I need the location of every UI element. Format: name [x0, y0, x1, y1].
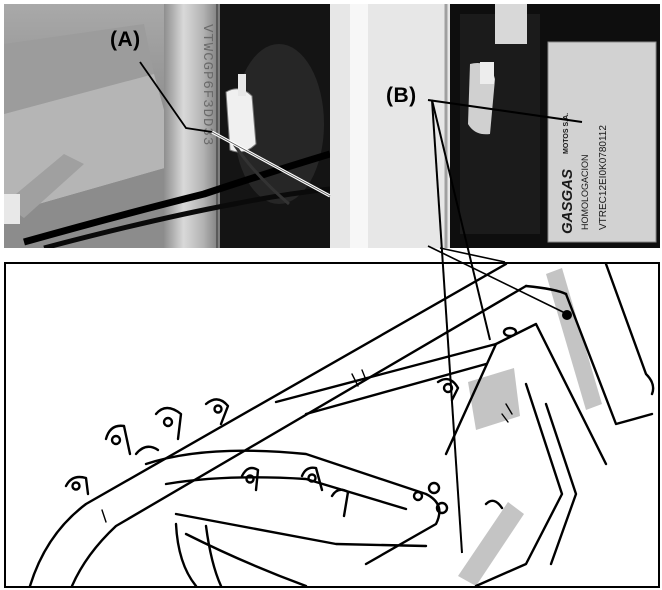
plate-photo-drawing: GASGAS MOTOS S.A. HOMOLOGACION VTREC12EI…: [330, 4, 660, 248]
photo-frame-number: VTWCGP6F3DD33: [4, 4, 330, 248]
callout-b-label: (B): [386, 84, 417, 107]
frame-number-stamp: VTWCGP6F3DD33: [199, 24, 215, 146]
callout-a-label: (A): [110, 28, 141, 51]
plate-brand: GASGAS: [559, 169, 576, 234]
plate-homologation: HOMOLOGACION: [580, 154, 590, 230]
plate-marker-lower: [458, 502, 524, 586]
frame-number-dot: [562, 310, 572, 320]
leader-b-cross: [439, 247, 506, 263]
frame-line-drawing: [4, 262, 660, 588]
frame-photo-drawing: VTWCGP6F3DD33: [4, 4, 330, 248]
frame-drawing: [28, 264, 655, 586]
photo-id-plate: GASGAS MOTOS S.A. HOMOLOGACION VTREC12EI…: [330, 4, 660, 248]
plate-company: MOTOS S.A.: [563, 113, 570, 154]
plate-marker-upper: [468, 368, 520, 430]
plate-vin: VTREC12EI0K0780112: [598, 125, 609, 230]
